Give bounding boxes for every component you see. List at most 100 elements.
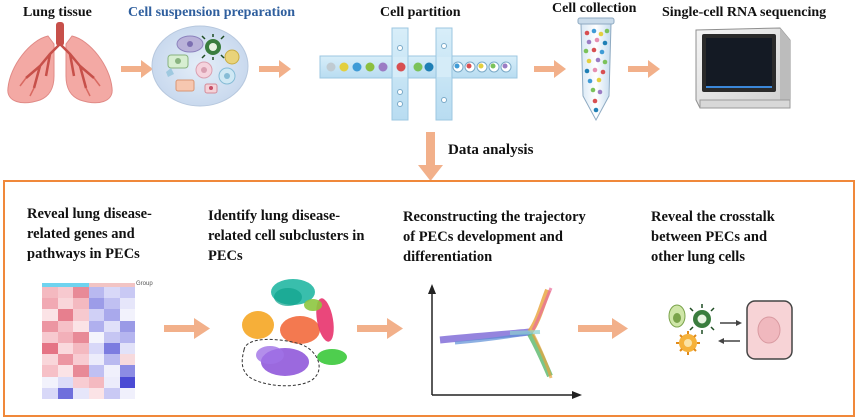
heatmap-cell (119, 320, 135, 332)
heatmap-cell (88, 376, 104, 388)
heatmap-cell (57, 365, 73, 377)
heatmap-cell (88, 309, 104, 321)
arrow-icon (578, 318, 628, 339)
arrow-icon (357, 318, 403, 339)
heatmap-cell (57, 376, 73, 388)
heatmap-cell (42, 376, 58, 388)
heatmap-cell (119, 287, 135, 299)
heatmap-cell (73, 287, 89, 299)
heatmap-cell (119, 331, 135, 343)
heatmap-cell (119, 298, 135, 310)
heatmap-cell (119, 365, 135, 377)
heatmap-cell (104, 287, 120, 299)
trajectory-plot-icon (428, 284, 582, 399)
cluster-plot-icon (241, 279, 347, 387)
heatmap-cell (88, 331, 104, 343)
heatmap-group-segment (104, 283, 120, 288)
sequencer-icon (695, 27, 791, 109)
heatmap-cell (57, 309, 73, 321)
step-subclusters-line: related cell subclusters in (208, 228, 365, 244)
cell-suspension-label: Cell suspension preparation (128, 5, 295, 20)
heatmap-cell (57, 342, 73, 355)
arrow-icon (259, 60, 291, 78)
collection-tube-icon (577, 17, 615, 122)
heatmap-cell (73, 342, 89, 355)
heatmap-group-segment (42, 283, 58, 288)
heatmap-cell (104, 320, 120, 332)
heatmap-cell (104, 387, 120, 399)
crosstalk-icon (668, 300, 793, 360)
arrow-icon (121, 60, 153, 78)
heatmap-cell (73, 365, 89, 377)
heatmap-cell (42, 320, 58, 332)
microfluidic-chip-icon (319, 27, 518, 121)
step-crosstalk-line: Reveal the crosstalk (651, 209, 775, 225)
step-genes-line: pathways in PECs (27, 246, 140, 262)
heatmap-cell (104, 309, 120, 321)
step-genes-line: Reveal lung disease- (27, 206, 152, 222)
heatmap-cell (57, 320, 73, 332)
heatmap-cell (104, 331, 120, 343)
lung-icon (7, 22, 113, 104)
heatmap-cell (42, 354, 58, 366)
heatmap-cell (73, 331, 89, 343)
heatmap-cell (88, 387, 104, 399)
heatmap-group-segment (119, 283, 135, 288)
heatmap-cell (104, 298, 120, 310)
heatmap-cell (73, 387, 89, 399)
data-analysis-label: Data analysis (448, 142, 534, 158)
step-crosstalk-text: Reveal the crosstalk between PECs and ot… (651, 207, 775, 267)
heatmap-cell (104, 354, 120, 366)
heatmap-cell (119, 342, 135, 355)
step-subclusters-text: Identify lung disease- related cell subc… (208, 206, 364, 266)
heatmap-group-segment (57, 283, 73, 288)
heatmap-cell (119, 387, 135, 399)
heatmap-cell (42, 342, 58, 355)
heatmap-cell (42, 331, 58, 343)
cell-suspension-dish-icon (151, 25, 249, 107)
heatmap-cell (57, 287, 73, 299)
heatmap-group-bar (42, 283, 135, 288)
heatmap-cell (88, 298, 104, 310)
step-genes-line: related genes and (27, 226, 135, 242)
step-trajectory-text: Reconstructing the trajectory of PECs de… (403, 207, 586, 267)
heatmap-cell (88, 365, 104, 377)
heatmap-cell (104, 365, 120, 377)
heatmap-cell (57, 298, 73, 310)
heatmap-cell (88, 320, 104, 332)
down-arrow-icon (418, 132, 443, 181)
heatmap-group-segment (73, 283, 89, 288)
cell-collection-label: Cell collection (552, 1, 637, 16)
heatmap-cell (42, 309, 58, 321)
heatmap-cell (73, 309, 89, 321)
heatmap-cell (88, 354, 104, 366)
step-genes-text: Reveal lung disease- related genes and p… (27, 204, 152, 264)
arrow-icon (534, 60, 566, 78)
step-subclusters-line: PECs (208, 248, 243, 264)
heatmap-cell (42, 298, 58, 310)
lung-tissue-label: Lung tissue (23, 5, 92, 20)
step-trajectory-line: differentiation (403, 249, 493, 265)
heatmap-cell (119, 354, 135, 366)
heatmap-cell (104, 342, 120, 355)
heatmap-cell (42, 387, 58, 399)
heatmap-cell (57, 354, 73, 366)
heatmap-cell (73, 354, 89, 366)
step-trajectory-line: of PECs development and (403, 229, 563, 245)
heatmap-cell (57, 387, 73, 399)
heatmap-cell (57, 331, 73, 343)
step-crosstalk-line: other lung cells (651, 249, 745, 265)
step-crosstalk-line: between PECs and (651, 229, 768, 245)
heatmap-cell (119, 309, 135, 321)
heatmap-cell (119, 376, 135, 388)
analysis-frame (3, 180, 855, 417)
sequencing-label: Single-cell RNA sequencing (662, 5, 827, 20)
step-trajectory-line: Reconstructing the trajectory (403, 209, 586, 225)
heatmap-group-label: Group (136, 281, 153, 287)
heatmap-cell (104, 376, 120, 388)
step-subclusters-line: Identify lung disease- (208, 208, 341, 224)
heatmap-cell (73, 320, 89, 332)
heatmap-group-segment (88, 283, 104, 288)
arrow-icon (164, 318, 210, 339)
